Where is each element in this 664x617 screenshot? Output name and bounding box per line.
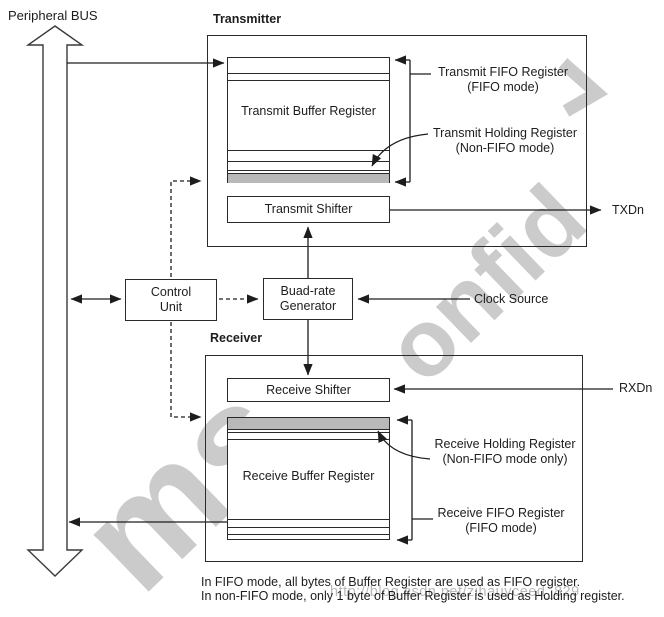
tx-buffer-row-divider	[228, 73, 389, 74]
tx-holding-register-band	[228, 173, 389, 183]
transmitter-title: Transmitter	[213, 12, 282, 26]
transmit-shifter-label: Transmit Shifter	[264, 202, 353, 216]
peripheral-bus-arrow	[25, 25, 85, 577]
receive-shifter-box: Receive Shifter	[227, 378, 390, 402]
rxdn-label: RXDn	[619, 381, 653, 395]
rx-buffer-row-divider	[228, 534, 389, 535]
rx-buffer-row-divider	[228, 519, 389, 520]
watermark-chevron	[558, 58, 609, 117]
baud-rate-generator-label: Buad-rate Generator	[279, 284, 337, 313]
control-to-receiver-dashed-line	[170, 322, 202, 422]
transmit-shifter-box: Transmit Shifter	[227, 196, 390, 223]
receive-buffer-register-box: Receive Buffer Register	[227, 417, 390, 540]
transmitter-group-box	[207, 35, 587, 247]
receiver-group-box	[205, 355, 583, 562]
tx-buffer-row-divider	[228, 150, 389, 151]
txdn-label: TXDn	[612, 203, 644, 217]
receive-shifter-label: Receive Shifter	[266, 382, 351, 397]
tx-fifo-annotation: Transmit FIFO Register (FIFO mode)	[437, 65, 569, 94]
footer-note-line1: In FIFO mode, all bytes of Buffer Regist…	[201, 575, 581, 589]
receiver-title: Receiver	[210, 331, 263, 345]
transmit-buffer-register-label: Transmit Buffer Register	[241, 103, 376, 118]
rx-buffer-row-divider	[228, 439, 389, 440]
tx-buffer-row-divider	[228, 170, 389, 171]
receive-buffer-register-label: Receive Buffer Register	[242, 469, 375, 483]
watermark-url: http://blog.csdn.net/zihauyceed_829	[330, 584, 580, 600]
baud-rate-generator-box: Buad-rate Generator	[263, 278, 353, 320]
transmit-buffer-register-box: Transmit Buffer Register	[227, 57, 390, 183]
rx-buffer-row-divider	[228, 527, 389, 528]
control-unit-label: Control Unit	[150, 285, 192, 314]
rx-buffer-row-divider	[228, 432, 389, 433]
tx-buffer-row-divider	[228, 80, 389, 81]
tx-holding-annotation: Transmit Holding Register (Non-FIFO mode…	[432, 126, 578, 155]
control-unit-box: Control Unit	[125, 279, 217, 321]
rx-holding-annotation: Receive Holding Register (Non-FIFO mode …	[434, 437, 576, 466]
rx-fifo-annotation: Receive FIFO Register (FIFO mode)	[437, 506, 565, 535]
footer-note-line2: In non-FIFO mode, only 1 byte of Buffer …	[201, 589, 625, 603]
clock-source-label: Clock Source	[474, 292, 549, 306]
control-to-transmitter-dashed-line	[170, 176, 202, 277]
tx-buffer-row-divider	[228, 161, 389, 162]
peripheral-bus-label: Peripheral BUS	[8, 8, 98, 23]
rx-holding-register-band	[228, 418, 389, 430]
